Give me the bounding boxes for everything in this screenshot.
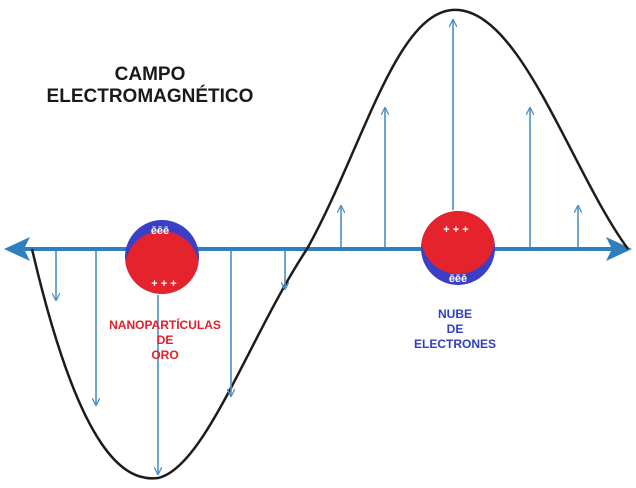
nanoparticles-label-line-3: ORO — [151, 348, 179, 362]
diagram-title: CAMPO ELECTROMAGNÉTICO — [20, 64, 280, 108]
electron-cloud-label-line-1: NUBE — [437, 307, 472, 321]
field-vectors — [56, 20, 578, 474]
positive-core — [421, 211, 495, 274]
horizontal-axis — [4, 237, 632, 261]
positive-charges-label: + + + — [151, 278, 176, 290]
electron-cloud-label-line-2: DE — [446, 322, 464, 336]
nanoparticles-label: NANOPARTÍCULAS DE ORO — [80, 318, 250, 363]
electron-cloud-label-line-3: ELECTRONES — [413, 337, 496, 351]
nanoparticles-label-line-1: NANOPARTÍCULAS — [109, 318, 221, 332]
electron-charges-label: ēēē — [151, 225, 169, 237]
electromagnetic-wave — [30, 8, 630, 480]
electron-charges-label: ēēē — [449, 273, 467, 285]
title-line-2: ELECTROMAGNÉTICO — [46, 86, 254, 107]
positive-charges-label: + + + — [443, 224, 468, 236]
title-line-1: CAMPO — [114, 64, 186, 85]
gold-nanoparticle-right: + + + ēēē — [421, 211, 495, 285]
nanoparticles-label-line-2: DE — [156, 333, 174, 347]
positive-core — [125, 231, 199, 294]
axis-arrow-right — [606, 237, 632, 261]
electron-cloud-label: NUBE DE ELECTRONES — [380, 307, 530, 352]
axis-arrow-left — [4, 237, 30, 261]
gold-nanoparticle-left: ēēē + + + — [125, 220, 199, 294]
